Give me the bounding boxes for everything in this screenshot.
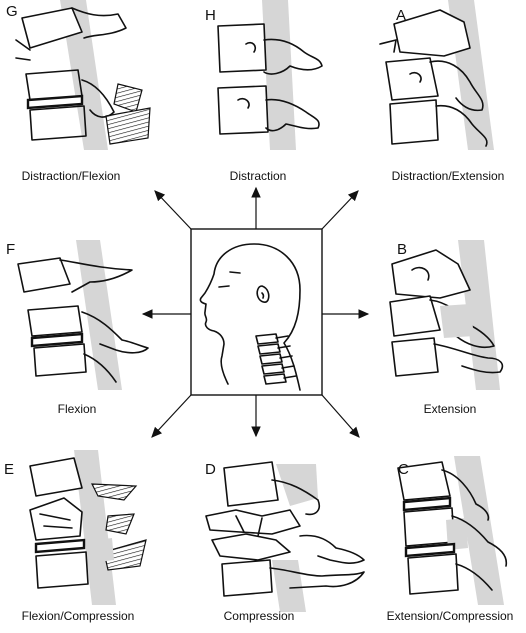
- arrow-up-left: [154, 190, 192, 230]
- neck-spine: [255, 333, 297, 385]
- panel-caption: Flexion: [58, 402, 97, 416]
- panel-letter: F: [6, 241, 15, 258]
- panel-caption: Extension/Compression: [387, 609, 514, 623]
- center-head-illustration: [190, 228, 323, 396]
- panel-letter: G: [6, 3, 18, 20]
- panel-letter: D: [205, 461, 216, 478]
- panel-extension: B Extension: [389, 240, 504, 416]
- panel-letter: A: [396, 7, 406, 24]
- panel-flexion: F Flexion: [6, 240, 149, 416]
- arrow-up-right: [321, 190, 359, 230]
- panel-letter: E: [4, 461, 14, 478]
- panel-extension-compression: C Extension/Compression: [387, 456, 514, 623]
- panel-letter: C: [398, 461, 409, 478]
- panel-caption: Flexion/Compression: [22, 609, 135, 623]
- panel-distraction-extension: A Distraction/Extension: [379, 0, 505, 183]
- panel-distraction-flexion: G Distraction/Flexion: [6, 0, 151, 183]
- arrow-down-right: [321, 394, 360, 438]
- panel-caption: Distraction: [230, 169, 287, 183]
- panel-flexion-compression: E Flexion/Compression: [4, 450, 147, 623]
- arrow-down-left: [151, 394, 192, 438]
- panel-caption: Distraction/Flexion: [22, 169, 121, 183]
- panel-letter: B: [397, 241, 407, 258]
- panel-letter: H: [205, 7, 216, 24]
- panel-caption: Extension: [424, 402, 477, 416]
- panel-caption: Compression: [224, 609, 295, 623]
- panel-distraction: H Distraction: [205, 0, 323, 183]
- panel-caption: Distraction/Extension: [392, 169, 505, 183]
- panel-compression: D Compression: [205, 461, 365, 623]
- direction-arrows: [141, 186, 370, 438]
